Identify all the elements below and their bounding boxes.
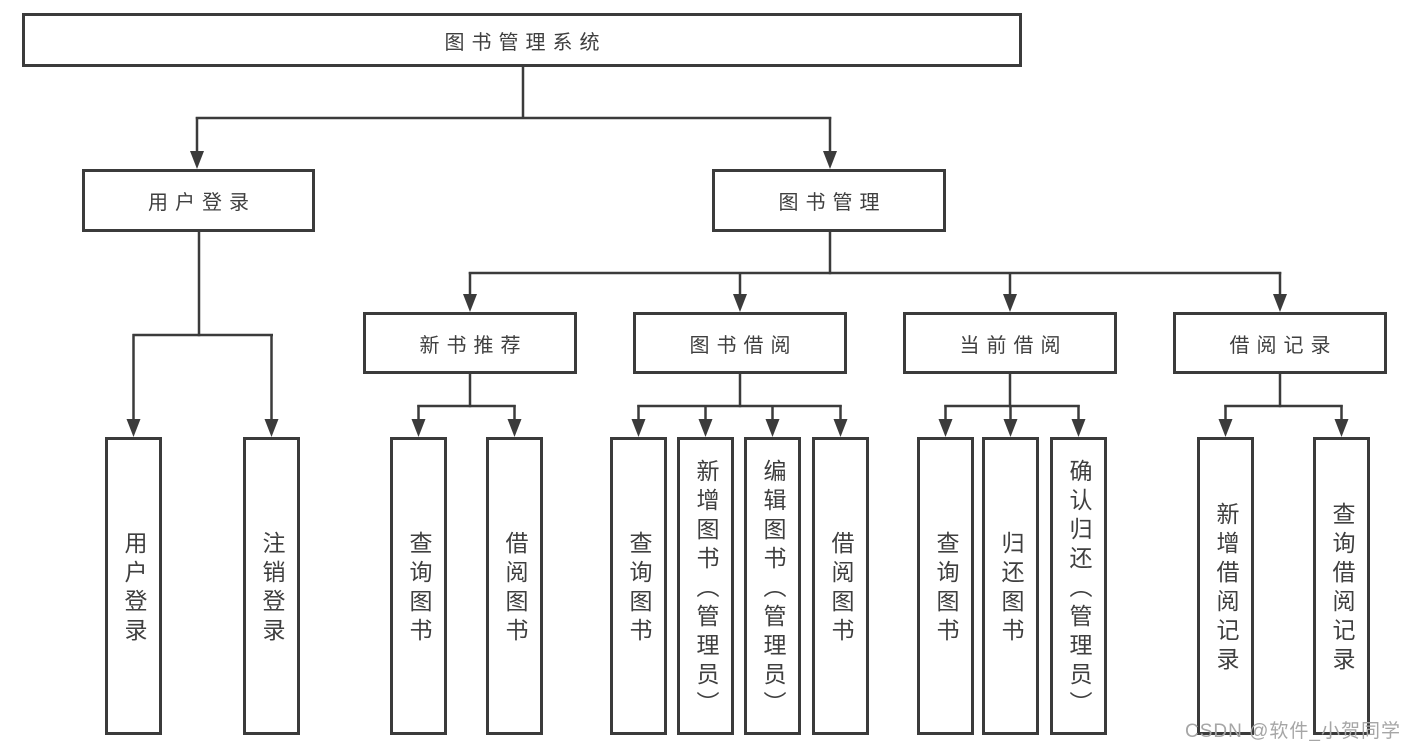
node-label: 借阅记录 xyxy=(1229,334,1338,357)
leaf-label: 归还图书 xyxy=(998,531,1024,647)
leaf-label: 注销登录 xyxy=(259,531,285,647)
leaf-query-borrow-record: 查询借阅记录 xyxy=(1313,437,1370,735)
node-label: 用户登录 xyxy=(148,192,256,214)
node-label: 新书推荐 xyxy=(419,334,528,357)
leaf-add-borrow-record: 新增借阅记录 xyxy=(1197,437,1254,735)
csdn-watermark: CSDN @软件_小贺同学 xyxy=(1185,721,1401,742)
leaf-label: 用户登录 xyxy=(121,531,147,647)
node-borrow-record: 借阅记录 xyxy=(1173,312,1387,374)
node-label: 当前借阅 xyxy=(959,334,1068,357)
leaf-label: 查询借阅记录 xyxy=(1329,502,1355,676)
leaf-logout: 注销登录 xyxy=(243,437,300,735)
node-label: 图书管理系统 xyxy=(444,31,607,54)
leaf-add-books-admin: 新增图书（管理员） xyxy=(677,437,734,735)
node-library-management-system: 图书管理系统 xyxy=(22,13,1022,67)
leaf-query-books: 查询图书 xyxy=(610,437,667,735)
node-current-borrow: 当前借阅 xyxy=(903,312,1117,374)
leaf-borrow-books: 借阅图书 xyxy=(486,437,543,735)
node-book-borrow: 图书借阅 xyxy=(633,312,847,374)
leaf-query-books: 查询图书 xyxy=(917,437,974,735)
node-book-management: 图书管理 xyxy=(712,169,946,232)
leaf-label: 借阅图书 xyxy=(502,531,528,647)
node-label: 图书管理 xyxy=(778,192,887,214)
leaf-edit-books-admin: 编辑图书（管理员） xyxy=(744,437,801,735)
leaf-confirm-return-admin: 确认归还（管理员） xyxy=(1050,437,1107,735)
leaf-label: 借阅图书 xyxy=(828,531,854,647)
node-new-book-recommend: 新书推荐 xyxy=(363,312,577,374)
leaf-label: 查询图书 xyxy=(626,531,652,647)
leaf-query-books: 查询图书 xyxy=(390,437,447,735)
leaf-label: 编辑图书（管理员） xyxy=(760,458,786,720)
leaf-borrow-books: 借阅图书 xyxy=(812,437,869,735)
leaf-label: 新增图书（管理员） xyxy=(693,458,719,720)
leaf-label: 新增借阅记录 xyxy=(1213,502,1239,676)
node-user-login: 用户登录 xyxy=(82,169,315,232)
node-label: 图书借阅 xyxy=(689,334,798,357)
leaf-return-books: 归还图书 xyxy=(982,437,1039,735)
leaf-user-login: 用户登录 xyxy=(105,437,162,735)
leaf-label: 查询图书 xyxy=(406,531,432,647)
leaf-label: 查询图书 xyxy=(933,531,959,647)
leaf-label: 确认归还（管理员） xyxy=(1066,458,1092,720)
